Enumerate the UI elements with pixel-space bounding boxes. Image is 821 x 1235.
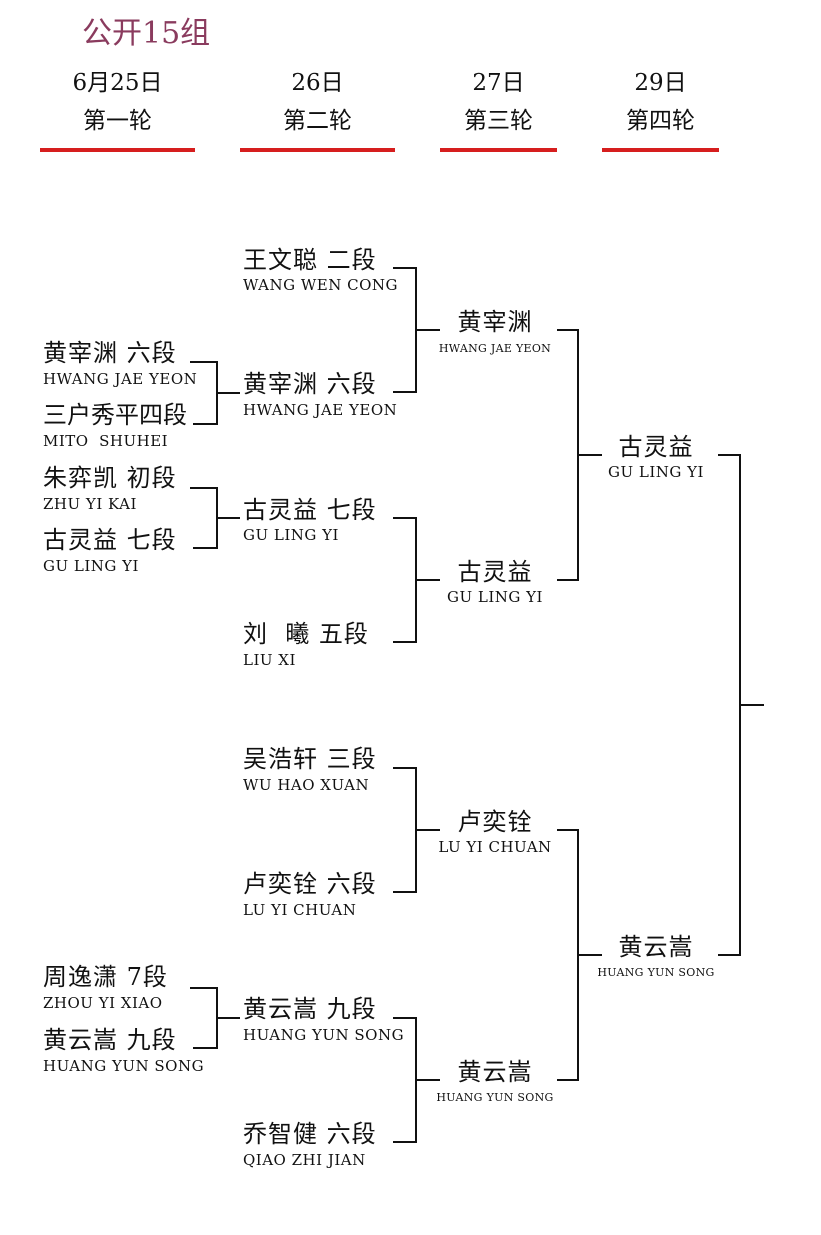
underline — [40, 148, 195, 152]
r4-player-romanized: HUANG YUN SONG — [597, 966, 715, 979]
r1-player-name: 朱弈凯 初段 — [43, 464, 177, 492]
r3-player-name: 黄云嵩 — [457, 1058, 533, 1086]
r1-player-name: 三户秀平四段 — [43, 401, 187, 429]
r1-player-name: 周逸潇 7段 — [43, 963, 168, 991]
round-name: 第四轮 — [626, 108, 695, 134]
round-header-1: 6月25日 第一轮 — [40, 64, 195, 152]
r1-player-romanized: ZHU YI KAI — [43, 495, 137, 513]
r2-player-name: 王文聪 二段 — [243, 246, 377, 274]
r3-player-name: 黄宰渊 — [457, 308, 533, 336]
round-name: 第一轮 — [83, 108, 152, 134]
r2-player-name: 黄宰渊 六段 — [243, 370, 377, 398]
underline — [440, 148, 557, 152]
round-header-4: 29日 第四轮 — [602, 64, 719, 152]
round-date: 6月25日 — [72, 70, 163, 96]
r1-player-romanized: MITO SHUHEI — [43, 432, 169, 450]
round-header-3: 27日 第三轮 — [440, 64, 557, 152]
r4-player-name: 黄云嵩 — [618, 933, 694, 961]
r1-player-name: 黄云嵩 九段 — [43, 1026, 177, 1054]
r2-player-romanized: QIAO ZHI JIAN — [243, 1151, 366, 1169]
r3-player-name: 卢奕铨 — [457, 808, 533, 836]
round-name: 第三轮 — [464, 108, 533, 134]
round-date: 26日 — [291, 70, 344, 96]
round-date: 29日 — [634, 70, 687, 96]
r2-player-romanized: HUANG YUN SONG — [243, 1026, 405, 1044]
r1-player-romanized: GU LING YI — [43, 557, 139, 575]
r2-player-romanized: WANG WEN CONG — [243, 276, 399, 294]
r3-player-romanized: HWANG JAE YEON — [438, 342, 552, 355]
r2-player-romanized: HWANG JAE YEON — [243, 401, 398, 419]
r1-player-name: 古灵益 七段 — [43, 526, 177, 554]
r2-player-name: 黄云嵩 九段 — [243, 995, 377, 1023]
r4-player-romanized: GU LING YI — [608, 463, 704, 481]
r2-player-name: 刘 曦 五段 — [243, 620, 369, 648]
underline — [240, 148, 395, 152]
underline — [602, 148, 719, 152]
r3-player-romanized: GU LING YI — [447, 588, 543, 606]
r2-player-romanized: LIU XI — [243, 651, 296, 669]
r3-player-name: 古灵益 — [457, 558, 533, 586]
r4-player-name: 古灵益 — [618, 433, 694, 461]
r2-player-name: 卢奕铨 六段 — [243, 870, 377, 898]
r1-player-name: 黄宰渊 六段 — [43, 339, 177, 367]
r1-player-romanized: HUANG YUN SONG — [43, 1057, 205, 1075]
r2-player-name: 乔智健 六段 — [243, 1120, 377, 1148]
r2-player-romanized: WU HAO XUAN — [243, 776, 370, 794]
round-date: 27日 — [472, 70, 525, 96]
round-header-2: 26日 第二轮 — [240, 64, 395, 152]
r3-player-romanized: HUANG YUN SONG — [436, 1091, 554, 1104]
round-name: 第二轮 — [283, 108, 352, 134]
r2-player-name: 古灵益 七段 — [243, 496, 377, 524]
r2-player-romanized: LU YI CHUAN — [243, 901, 357, 919]
page-title: 公开15组 — [82, 16, 211, 51]
r2-player-name: 吴浩轩 三段 — [243, 745, 377, 773]
r1-player-romanized: ZHOU YI XIAO — [43, 994, 163, 1012]
r2-player-romanized: GU LING YI — [243, 526, 339, 544]
r3-player-romanized: LU YI CHUAN — [438, 838, 552, 856]
r1-player-romanized: HWANG JAE YEON — [43, 370, 198, 388]
